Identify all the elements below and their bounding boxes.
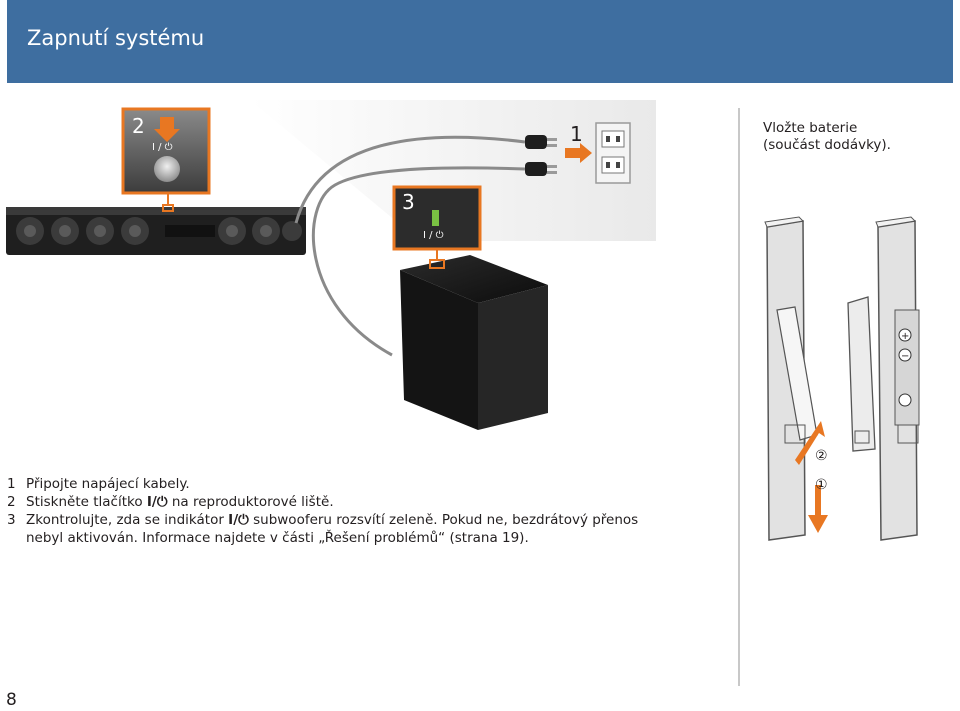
subwoofer	[400, 255, 548, 430]
callout-label-2: 2	[132, 114, 145, 138]
sub-symbol: I / ⏻	[423, 230, 444, 241]
battery-caption: Vložte baterie (součást dodávky).	[763, 120, 891, 154]
remote-right: + −	[875, 216, 920, 541]
step-label-1: ①	[815, 477, 828, 493]
step-2: 2 Stiskněte tlačítko I/⏻ na reproduktoro…	[7, 493, 657, 511]
step-text: Připojte napájecí kabely.	[26, 476, 190, 492]
step-3: 3 Zkontrolujte, zda se indikátor I/⏻ sub…	[7, 511, 657, 547]
battery-minus: −	[901, 351, 909, 362]
plug-2	[525, 162, 557, 176]
wall-outlet	[595, 122, 631, 184]
button-symbol: I / ⏻	[152, 142, 173, 153]
step-label-2: ②	[815, 448, 828, 464]
soundbar	[6, 204, 306, 255]
power-symbol: I/⏻	[146, 494, 168, 510]
green-led	[432, 210, 439, 226]
step-1: 1 Připojte napájecí kabely.	[7, 475, 657, 493]
cable-subwoofer	[311, 166, 526, 357]
callout-label-3: 3	[402, 190, 415, 214]
page-number: 8	[6, 690, 17, 710]
step-number: 2	[7, 494, 16, 510]
battery-caption-line2: (součást dodávky).	[763, 137, 891, 153]
battery-plus: +	[901, 331, 909, 342]
arrow-1	[808, 485, 828, 533]
battery-caption-line1: Vložte baterie	[763, 120, 858, 136]
plug-1	[525, 135, 557, 149]
column-divider	[738, 108, 740, 686]
step-number: 1	[7, 476, 16, 492]
cable-soundbar	[294, 135, 526, 224]
instruction-steps: 1 Připojte napájecí kabely. 2 Stiskněte …	[7, 475, 657, 547]
header-bar: Zapnutí systému	[7, 0, 953, 83]
step-text: subwooferu rozsvítí zeleně. Pokud ne, be…	[26, 512, 639, 546]
page-title: Zapnutí systému	[27, 26, 205, 50]
plug-arrow	[565, 143, 592, 163]
step-text: Stiskněte tlačítko	[26, 494, 147, 510]
remote-left	[764, 216, 818, 541]
wall-backdrop	[250, 100, 656, 241]
step-number: 3	[7, 512, 16, 528]
callout-indicator: 3 I / ⏻	[392, 185, 482, 261]
step-text: na reproduktorové liště.	[167, 494, 334, 510]
arrow-2	[795, 421, 825, 465]
setup-illustration: 2 I / ⏻ 1 3 I / ⏻	[6, 100, 656, 430]
power-symbol: I/⏻	[228, 512, 249, 528]
callout-label-1: 1	[570, 122, 583, 146]
battery-cover	[847, 296, 876, 452]
step-text: Zkontrolujte, zda se indikátor	[26, 512, 229, 528]
remote-battery-illustration: ② ① + −	[764, 216, 920, 541]
callout-power-button: 2 I / ⏻	[121, 107, 211, 205]
